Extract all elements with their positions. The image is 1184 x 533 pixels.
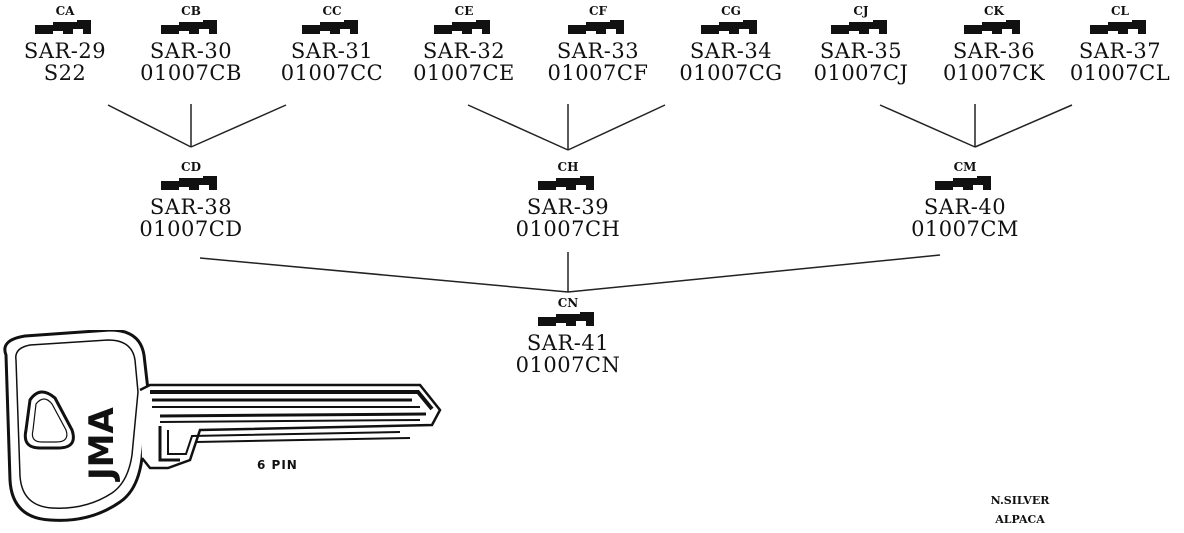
reference-number: S22 [43,61,87,85]
key-profile-icon [538,312,594,326]
key-profile-icon [831,20,887,34]
sar-number: SAR-34 [689,39,773,63]
key-profile-icon [161,176,217,190]
brand-logo: JMA [82,407,122,482]
blank-node-cb: CB SAR-30 01007CB [126,4,256,85]
blank-node-ch: CH SAR-39 01007CH [503,160,633,241]
connector-line [974,104,1073,148]
blank-code: CF [588,4,608,18]
key-image: JMA [3,328,442,522]
blank-node-cl: CL SAR-37 01007CL [1055,4,1184,85]
key-profile-icon [1090,20,1146,34]
blank-code: CA [55,4,75,18]
connector-line [567,254,941,293]
reference-number: 01007CF [547,61,649,85]
blank-node-cd: CD SAR-38 01007CD [126,160,256,241]
blank-node-cj: CJ SAR-35 01007CJ [796,4,926,85]
blank-node-ca: CA SAR-29 S22 [0,4,130,85]
sar-number: SAR-41 [526,331,610,355]
blank-node-cm: CM SAR-40 01007CM [900,160,1030,241]
reference-number: 01007CH [515,217,621,241]
blank-node-cc: CC SAR-31 01007CC [267,4,397,85]
material-label-2: ALPACA [995,513,1045,526]
sar-number: SAR-40 [923,195,1007,219]
reference-number: 01007CB [140,61,242,85]
blank-node-cg: CG SAR-34 01007CG [666,4,796,85]
key-illustration: JMA [0,328,450,533]
blank-code: CD [181,160,201,174]
blank-code: CH [557,160,579,174]
pin-count-label: 6 PIN [257,458,298,472]
key-profile-icon [161,20,217,34]
blank-node-cn: CN SAR-41 01007CN [503,296,633,377]
reference-number: 01007CG [679,61,783,85]
key-profile-icon [538,176,594,190]
reference-number: 01007CK [942,61,1046,85]
blank-code: CK [984,4,1004,18]
sar-number: SAR-29 [23,39,107,63]
connector-line [467,104,569,151]
reference-number: 01007CE [413,61,515,85]
sar-number: SAR-36 [952,39,1036,63]
reference-number: 01007CN [515,353,621,377]
material-label-1: N.SILVER [990,494,1050,507]
sar-number: SAR-33 [556,39,640,63]
blank-code: CC [322,4,342,18]
sar-number: SAR-31 [290,39,374,63]
key-profile-icon [35,20,91,34]
blank-code: CJ [853,4,869,18]
blank-code: CM [953,160,977,174]
connector-line [107,104,192,148]
reference-number: 01007CJ [813,61,909,85]
key-profile-icon [701,20,757,34]
key-profile-icon [935,176,991,190]
sar-number: SAR-30 [149,39,233,63]
reference-number: 01007CD [139,217,243,241]
sar-number: SAR-38 [149,195,233,219]
blank-node-cf: CF SAR-33 01007CF [533,4,663,85]
blank-code: CB [181,4,201,18]
connector-line [879,104,976,148]
connector-line [199,257,569,293]
blank-code: CL [1111,4,1129,18]
key-profile-icon [302,20,358,34]
blank-code: CE [454,4,474,18]
blank-node-ck: CK SAR-36 01007CK [929,4,1059,85]
sar-number: SAR-39 [526,195,610,219]
sar-number: SAR-32 [422,39,506,63]
connector-line [567,104,666,151]
sar-number: SAR-35 [819,39,903,63]
key-profile-icon [568,20,624,34]
blank-code: CG [721,4,741,18]
connector-line [190,104,287,148]
reference-number: 01007CC [280,61,384,85]
reference-number: 01007CL [1069,61,1171,85]
blank-node-ce: CE SAR-32 01007CE [399,4,529,85]
blank-code: CN [557,296,579,310]
key-profile-icon [434,20,490,34]
reference-number: 01007CM [911,217,1019,241]
sar-number: SAR-37 [1078,39,1162,63]
key-profile-icon [964,20,1020,34]
